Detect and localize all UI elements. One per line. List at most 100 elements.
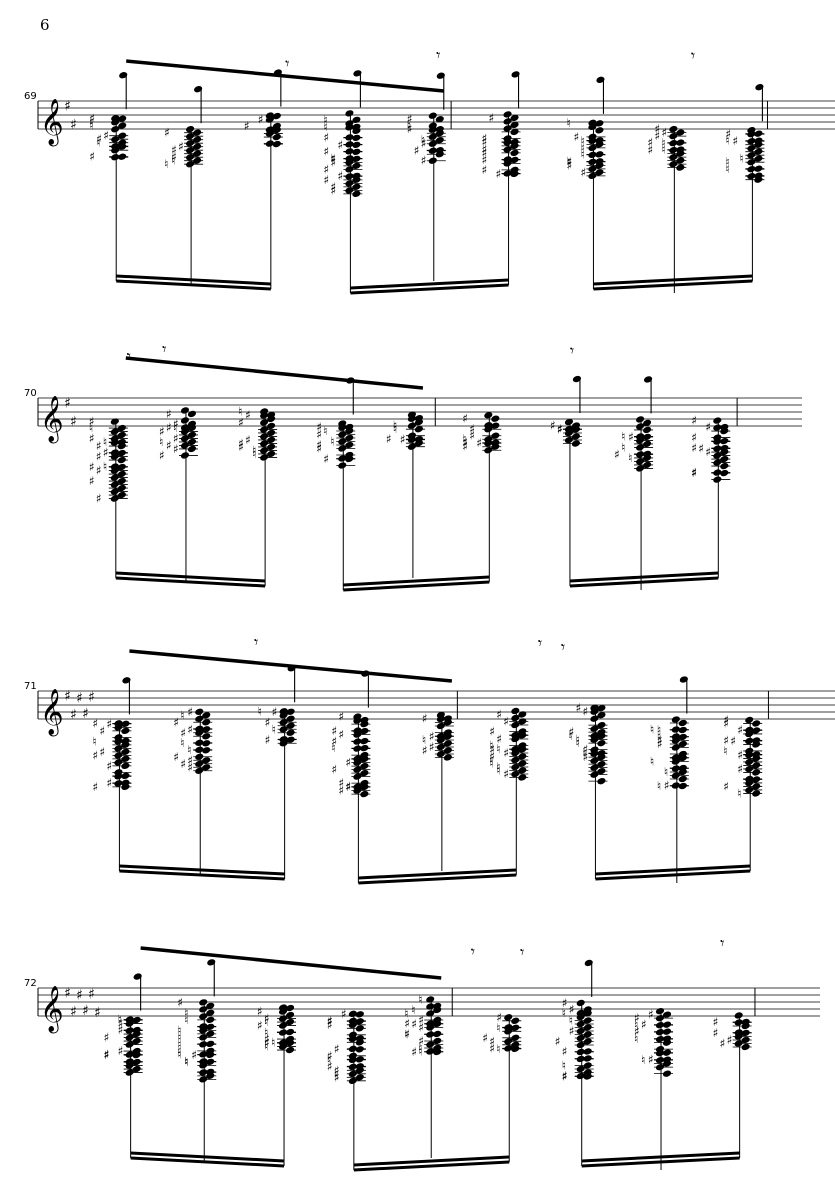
- accidental: ♯: [159, 424, 165, 438]
- accidental: ♯: [569, 1024, 575, 1038]
- accidental: ♯: [723, 779, 729, 793]
- accidental: ♯: [421, 137, 427, 151]
- accidental: ♯: [106, 776, 112, 790]
- accidental: ♮: [404, 1006, 408, 1020]
- accidental: ♯: [698, 442, 704, 456]
- notehead: [267, 422, 276, 430]
- accidental: ♯: [648, 1008, 654, 1022]
- accidental: ♯: [345, 780, 351, 794]
- beam: [581, 1156, 740, 1168]
- accidental: ♯: [338, 784, 344, 798]
- notehead: [279, 712, 288, 719]
- notehead: [414, 419, 423, 426]
- accidental: ♯: [462, 436, 468, 450]
- accidental: ♯: [634, 1011, 640, 1025]
- accidental: ♯: [257, 1005, 263, 1019]
- accidental: ♯: [99, 724, 105, 738]
- accidental: ♮: [562, 1058, 566, 1072]
- accidental: ♯: [316, 438, 322, 452]
- accidental: ♯: [96, 464, 102, 478]
- accidental: ♮: [634, 1032, 638, 1046]
- notehead: [428, 112, 437, 119]
- accidental: ♯: [337, 169, 343, 183]
- notehead: [662, 1011, 672, 1018]
- accidental: ♯: [96, 450, 102, 464]
- notehead: [755, 83, 764, 91]
- accidental: ♮: [272, 722, 276, 736]
- notehead: [186, 126, 195, 133]
- notehead: [576, 1013, 585, 1021]
- accidental: ♮: [496, 1021, 500, 1035]
- notehead: [597, 704, 606, 712]
- accidental: ♯: [89, 415, 95, 429]
- notehead: [338, 424, 347, 431]
- accidental: ♮: [582, 746, 586, 760]
- notehead: [590, 708, 599, 715]
- notehead: [133, 973, 142, 980]
- accidental: ♯: [691, 466, 697, 480]
- accidental: ♯: [323, 130, 329, 144]
- accidental: ♯: [580, 165, 586, 179]
- accidental: ♮: [177, 1023, 181, 1037]
- accidental: ♯: [323, 452, 329, 466]
- accidental: ♯: [265, 733, 271, 747]
- treble-clef: 𝄞: [40, 99, 64, 147]
- accidental: ♯: [723, 733, 729, 747]
- measure-number: 70: [24, 388, 37, 399]
- accidental: ♮: [664, 765, 668, 779]
- key-signature-sharp: ♯: [76, 988, 83, 1004]
- accidental: ♯: [723, 713, 729, 727]
- accidental: ♯: [489, 1034, 495, 1048]
- accidental: ♯: [691, 441, 697, 455]
- accidental: ♮: [489, 738, 493, 752]
- accidental: ♯: [414, 144, 420, 158]
- accidental: ♯: [187, 760, 193, 774]
- accidental: ♯: [647, 136, 653, 150]
- accidental: ♮: [496, 763, 500, 777]
- accidental: ♯: [482, 142, 488, 156]
- accidental: ♮: [92, 734, 96, 748]
- accidental: ♯: [334, 1042, 340, 1056]
- accidental: ♯: [244, 119, 250, 133]
- accidental: ♯: [482, 135, 488, 149]
- notehead: [510, 114, 519, 122]
- notehead: [644, 376, 653, 383]
- notehead: [207, 959, 216, 966]
- accidental: ♯: [386, 432, 392, 446]
- accidental: ♯: [338, 776, 344, 790]
- accidental: ♯: [482, 131, 488, 145]
- beam: [116, 274, 271, 286]
- accidental: ♯: [245, 433, 251, 447]
- accidental: ♯: [422, 743, 428, 757]
- notehead: [588, 123, 597, 131]
- notehead: [595, 120, 604, 127]
- beam: [129, 649, 453, 683]
- notehead: [590, 715, 599, 722]
- accidental: ♮: [657, 779, 661, 793]
- accidental: ♮: [725, 155, 729, 169]
- accidental: ♮: [496, 760, 500, 774]
- notehead: [503, 111, 512, 118]
- accidental: ♮: [462, 432, 466, 446]
- accidental: ♯: [330, 183, 336, 197]
- accidental: ♯: [418, 1034, 424, 1048]
- accidental: ♯: [330, 152, 336, 166]
- notehead: [671, 716, 680, 723]
- notehead: [194, 86, 203, 93]
- notehead: [286, 715, 295, 722]
- notehead: [583, 1010, 592, 1017]
- treble-clef: 𝄞: [40, 689, 64, 737]
- accidental: ♮: [103, 460, 107, 474]
- beam: [358, 868, 517, 880]
- accidental: ♮: [177, 1037, 181, 1051]
- accidental: ♯: [469, 422, 475, 436]
- accidental: ♯: [562, 1069, 568, 1083]
- accidental: ♯: [330, 180, 336, 194]
- beam: [119, 869, 285, 881]
- accidental: ♯: [404, 1016, 410, 1030]
- accidental: ♮: [264, 1040, 268, 1054]
- accidental: ♯: [727, 1033, 733, 1047]
- notehead: [195, 708, 204, 715]
- accidental: ♯: [177, 995, 183, 1009]
- beam: [358, 873, 517, 885]
